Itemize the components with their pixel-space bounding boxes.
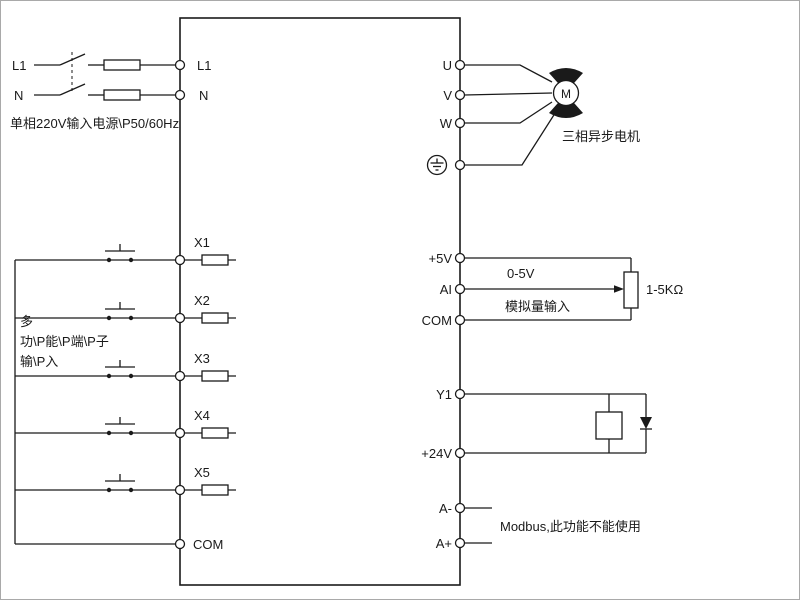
terminal-a-plus <box>454 537 466 549</box>
x2-label: X2 <box>194 293 210 308</box>
terminal-w <box>454 117 466 129</box>
terminal-pe <box>454 159 466 171</box>
relay-output-section <box>464 393 652 454</box>
note-line-2: 功\P能\P端\P子 <box>20 334 109 349</box>
multifunction-note: 多 功\P能\P端\P子 输\P入 <box>20 314 109 369</box>
pushbutton-symbol-x2 <box>105 302 135 321</box>
com-left-terminal-label: COM <box>193 537 223 552</box>
terminal-n <box>174 89 186 101</box>
terminal-u <box>454 59 466 71</box>
v-label: V <box>443 88 452 103</box>
pushbutton-symbol-x3 <box>105 360 135 379</box>
x2-row: X2 <box>15 293 236 324</box>
terminal-block-x1 <box>201 254 229 266</box>
note-line-1: 多 <box>20 314 33 329</box>
x4-label: X4 <box>194 408 210 423</box>
terminal-a-minus <box>454 502 466 514</box>
x5-label: X5 <box>194 465 210 480</box>
plus24v-label: +24V <box>421 446 452 461</box>
ground-icon <box>426 154 448 176</box>
terminal-v <box>454 89 466 101</box>
a-minus-label: A- <box>439 501 452 516</box>
n-terminal-label: N <box>199 88 208 103</box>
wiper-arrow-icon <box>614 285 624 293</box>
x4-row: X4 <box>15 408 236 439</box>
l1-terminal-label: L1 <box>197 58 211 73</box>
w-label: W <box>440 116 453 131</box>
left-terminals: L1 N COM <box>174 58 223 552</box>
pushbutton-symbol-x4 <box>105 417 135 436</box>
motor-section: M 三相异步电机 <box>464 64 640 166</box>
power-input-section: L1 N 单相220V输入电源\P50/60Hz <box>10 52 179 131</box>
ai-label: AI <box>440 282 452 297</box>
terminal-24v <box>454 447 466 459</box>
analog-caption: 模拟量输入 <box>505 299 570 314</box>
terminal-block-x2 <box>201 312 229 324</box>
potentiometer-symbol <box>623 271 639 309</box>
analog-range-label: 0-5V <box>507 266 535 281</box>
y1-label: Y1 <box>436 387 452 402</box>
terminal-x2 <box>174 312 186 324</box>
inverter-box <box>179 17 461 586</box>
com-right-label: COM <box>422 313 452 328</box>
terminal-l1 <box>174 59 186 71</box>
fuse-symbol-n <box>103 89 141 101</box>
terminal-5v <box>454 252 466 264</box>
relay-coil-symbol <box>595 411 623 440</box>
x3-label: X3 <box>194 351 210 366</box>
l1-source-label: L1 <box>12 58 26 73</box>
pushbutton-symbol-x5 <box>105 474 135 493</box>
power-input-caption: 单相220V输入电源\P50/60Hz <box>10 116 179 131</box>
x1-row: X1 <box>15 235 236 266</box>
note-line-3: 输\P入 <box>20 354 58 369</box>
terminal-x5 <box>174 484 186 496</box>
terminal-ai <box>454 283 466 295</box>
diode-icon <box>640 394 652 453</box>
terminal-x4 <box>174 427 186 439</box>
plus5v-label: +5V <box>429 251 453 266</box>
l1-wire <box>34 53 176 71</box>
terminal-x3 <box>174 370 186 382</box>
pushbutton-symbol-x1 <box>105 244 135 263</box>
terminal-block-x5 <box>201 484 229 496</box>
right-terminals: U V W +5V AI COM Y1 +24V A- A+ <box>421 58 466 551</box>
x3-row: X3 <box>15 351 236 382</box>
terminal-block-x4 <box>201 427 229 439</box>
u-label: U <box>443 58 452 73</box>
x1-label: X1 <box>194 235 210 250</box>
x5-row: X5 <box>15 465 236 496</box>
motor-icon: M <box>549 68 583 118</box>
digital-input-section: X1 X2 X3 <box>14 235 236 545</box>
analog-input-section: 0-5V 模拟量输入 1-5KΩ <box>464 257 683 321</box>
pot-value-label: 1-5KΩ <box>646 282 683 297</box>
fuse-symbol-l1 <box>103 59 141 71</box>
n-source-label: N <box>14 88 23 103</box>
terminal-x1 <box>174 254 186 266</box>
motor-letter: M <box>561 87 571 101</box>
terminal-y1 <box>454 388 466 400</box>
terminal-com-left <box>174 538 186 550</box>
comm-section: Modbus,此功能不能使用 <box>464 507 641 544</box>
terminal-com-right <box>454 314 466 326</box>
modbus-caption: Modbus,此功能不能使用 <box>500 519 641 534</box>
terminal-block-x3 <box>201 370 229 382</box>
a-plus-label: A+ <box>436 536 452 551</box>
motor-caption: 三相异步电机 <box>562 129 640 144</box>
